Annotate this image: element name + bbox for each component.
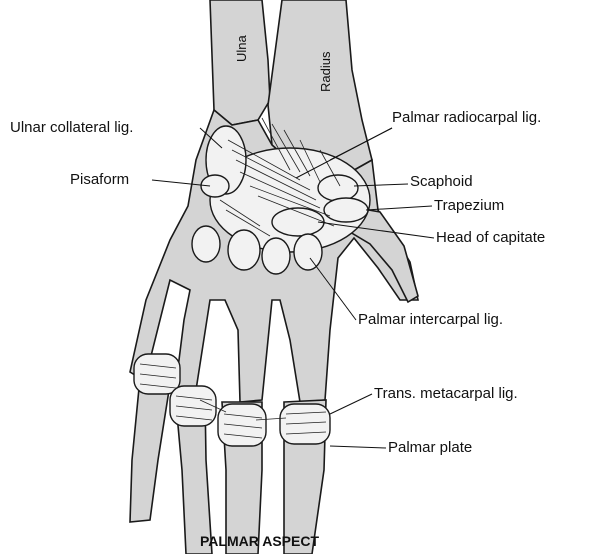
palmar-intercarpal-label: Palmar intercarpal lig. (358, 311, 503, 328)
pisiform-label: Pisaform (70, 171, 129, 188)
palmar-radiocarpal-label: Palmar radiocarpal lig. (392, 109, 541, 126)
trapezium-bone (324, 198, 368, 222)
ulnar-collateral-label: Ulnar collateral lig. (10, 119, 133, 136)
scaphoid-bone (318, 175, 358, 201)
palmar-plate-label: Palmar plate (388, 439, 472, 456)
intercarpal-joint-1 (192, 226, 220, 262)
intercarpal-joint-3 (262, 238, 290, 274)
scaphoid-label: Scaphoid (410, 173, 473, 190)
radius-label: Radius (318, 51, 333, 92)
little-finger (130, 378, 170, 522)
trans-metacarpal-label: Trans. metacarpal lig. (374, 385, 518, 402)
head-of-capitate-label: Head of capitate (436, 229, 545, 246)
trapezium-label: Trapezium (434, 197, 504, 214)
figure-caption: PALMAR ASPECT (200, 533, 319, 549)
ulna-label: Ulna (234, 34, 249, 62)
trans-metacarpal-band-3 (218, 404, 266, 446)
intercarpal-joint-4 (294, 234, 322, 270)
intercarpal-joint-2 (228, 230, 260, 270)
